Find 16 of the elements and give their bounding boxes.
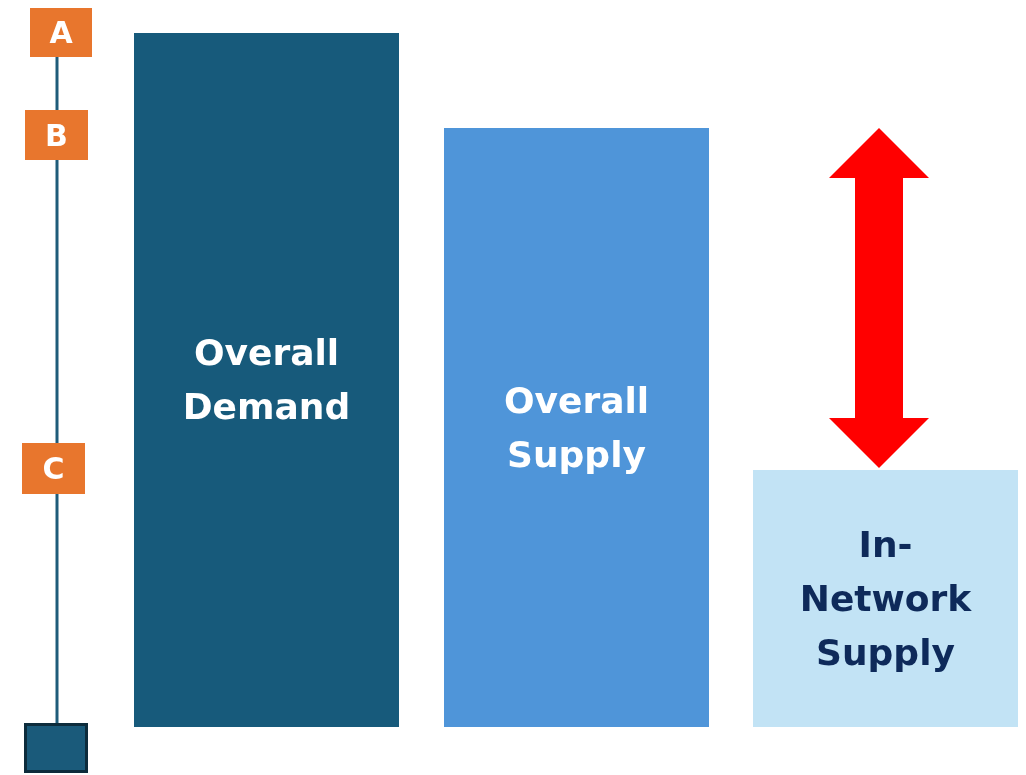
marker-letter: B bbox=[45, 116, 68, 155]
square-marker bbox=[24, 723, 88, 773]
supply-bar bbox=[444, 128, 709, 727]
scale-line bbox=[55, 160, 59, 443]
demand-bar bbox=[134, 33, 399, 727]
marker-letter: C bbox=[42, 450, 65, 488]
bar-label: Overall Supply bbox=[502, 378, 651, 477]
marker-letter: A bbox=[49, 14, 73, 52]
scale-line bbox=[55, 494, 59, 723]
bar-label: In-Network Supply bbox=[798, 522, 973, 675]
bar-label: Overall Demand bbox=[181, 331, 352, 429]
in-network-bar bbox=[753, 470, 1018, 727]
marker-tag bbox=[22, 443, 85, 494]
marker-tag bbox=[30, 8, 92, 57]
marker-tag bbox=[25, 110, 88, 160]
scale-line bbox=[55, 57, 59, 110]
